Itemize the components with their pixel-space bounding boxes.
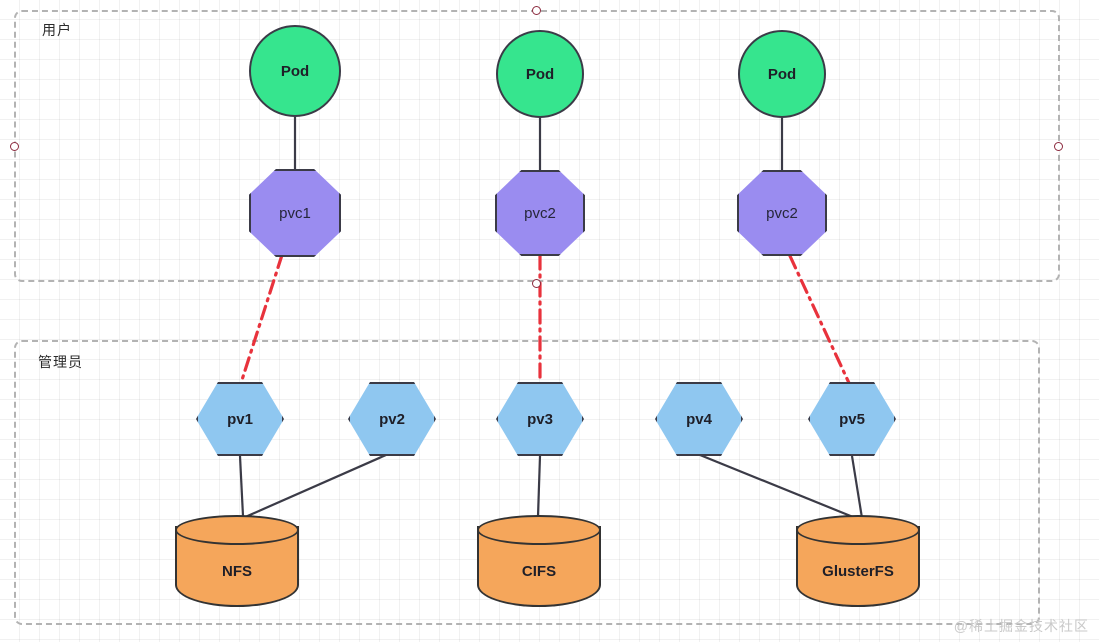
node-label: pv3 — [527, 410, 553, 428]
cylinder-top-ellipse — [477, 515, 601, 545]
resize-handle-right[interactable] — [1053, 141, 1063, 151]
resize-handle-bottom[interactable] — [531, 278, 541, 288]
node-pod-3[interactable]: Pod — [738, 30, 826, 118]
watermark: @稀土掘金技术社区 — [953, 618, 1089, 634]
cylinder-top-ellipse — [175, 515, 299, 545]
node-pod-2[interactable]: Pod — [496, 30, 584, 118]
node-pvc-1[interactable]: pvc1 — [249, 169, 341, 257]
group-box-admin[interactable] — [14, 340, 1040, 625]
node-label: Pod — [280, 62, 310, 80]
node-storage-cifs[interactable]: CIFS — [477, 515, 601, 607]
cylinder-top-ellipse — [796, 515, 920, 545]
node-pod-1[interactable]: Pod — [249, 25, 341, 117]
node-pvc-2b[interactable]: pvc2 — [737, 170, 827, 256]
group-label-user: 用户 — [42, 22, 72, 38]
resize-handle-left[interactable] — [9, 141, 19, 151]
group-label-admin: 管理员 — [38, 354, 83, 370]
node-storage-nfs[interactable]: NFS — [175, 515, 299, 607]
node-storage-glusterfs[interactable]: GlusterFS — [796, 515, 920, 607]
node-label: Pod — [767, 65, 797, 83]
node-pv-5[interactable]: pv5 — [808, 382, 896, 456]
node-label: pvc2 — [766, 204, 798, 222]
node-label: pvc2 — [524, 204, 556, 222]
node-label: pv5 — [839, 410, 865, 428]
node-label: pv4 — [686, 410, 712, 428]
node-label: pv1 — [227, 410, 253, 428]
node-label: pv2 — [379, 410, 405, 428]
node-pvc-2a[interactable]: pvc2 — [495, 170, 585, 256]
node-label: pvc1 — [279, 204, 311, 222]
resize-handle-top[interactable] — [531, 5, 541, 15]
node-label: Pod — [525, 65, 555, 83]
node-pv-4[interactable]: pv4 — [655, 382, 743, 456]
